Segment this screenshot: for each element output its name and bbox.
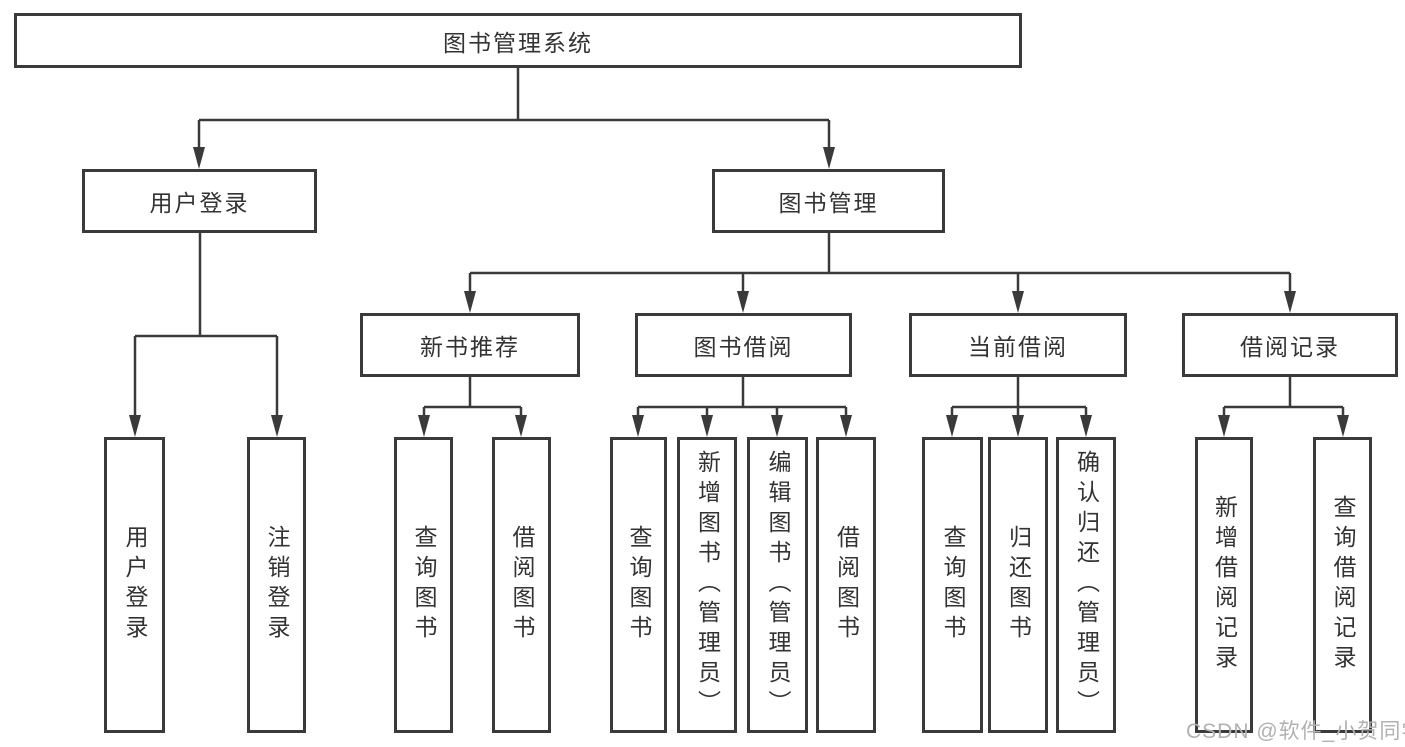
node-borrow-record: 借阅记录 [1182,313,1398,377]
node-label: 图书借阅 [693,334,794,360]
leaf-label: 借阅图书 [509,525,535,645]
leaf-confirm-return-admin: 确认归还（管理员） [1056,437,1116,733]
leaf-label: 确认归还（管理员） [1073,450,1100,720]
leaf-label: 归还图书 [1005,525,1032,645]
leaf-label: 查询图书 [411,525,437,645]
node-current-borrow: 当前借阅 [909,313,1127,377]
leaf-label: 查询借阅记录 [1330,495,1356,675]
node-label: 新书推荐 [420,334,520,360]
node-label: 图书管理 [778,190,879,216]
leaf-user-login: 用户登录 [104,437,165,733]
leaf-label: 查询图书 [626,525,652,645]
leaf-add-borrow-record: 新增借阅记录 [1195,437,1253,733]
node-root-system: 图书管理系统 [14,13,1022,68]
node-new-book-recommend: 新书推荐 [360,313,580,377]
leaf-label: 注销登录 [264,525,290,645]
leaf-return-books: 归还图书 [988,437,1048,733]
node-label: 图书管理系统 [443,29,593,56]
node-label: 当前借阅 [968,334,1068,360]
leaf-query-borrow-record: 查询借阅记录 [1313,437,1372,733]
node-user-login: 用户登录 [82,169,317,233]
leaf-query-books-recommend: 查询图书 [394,437,453,733]
node-book-management: 图书管理 [712,169,945,233]
leaf-query-books-current: 查询图书 [922,437,983,733]
leaf-label: 用户登录 [122,525,148,645]
node-label: 借阅记录 [1240,334,1340,360]
leaf-edit-book-admin: 编辑图书（管理员） [747,437,808,733]
leaf-borrow-books-recommend: 借阅图书 [492,437,551,733]
leaf-borrow-books: 借阅图书 [816,437,876,733]
csdn-watermark: CSDN @软件_小贺同学 [1186,720,1405,743]
leaf-label: 查询图书 [940,525,966,645]
leaf-add-book-admin: 新增图书（管理员） [677,437,737,733]
leaf-label: 借阅图书 [833,525,860,645]
leaf-label: 新增借阅记录 [1211,495,1238,675]
leaf-label: 编辑图书（管理员） [765,450,791,720]
node-book-borrow: 图书借阅 [635,313,852,377]
leaf-query-books-borrow: 查询图书 [610,437,667,733]
leaf-label: 新增图书（管理员） [694,450,721,720]
leaf-logout: 注销登录 [247,437,306,733]
node-label: 用户登录 [149,190,250,216]
